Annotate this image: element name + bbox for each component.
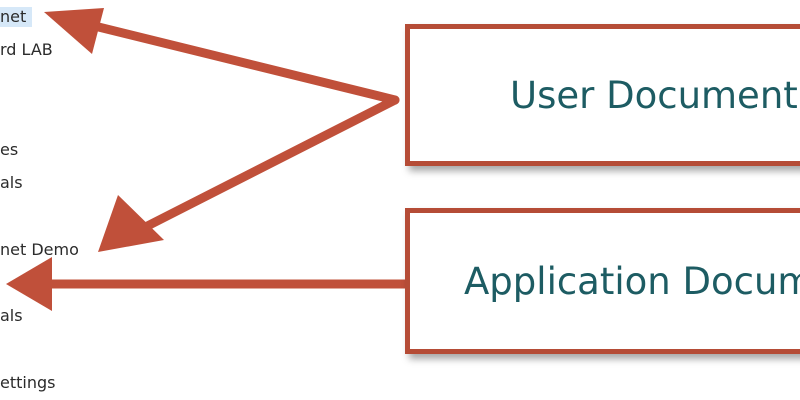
callout-label: Application Docum xyxy=(464,259,800,303)
arrow-to-top-item xyxy=(57,13,400,105)
application-document-callout: Application Docum xyxy=(405,208,800,354)
arrow-to-demo-item xyxy=(107,95,400,249)
tree-item[interactable]: als xyxy=(0,173,23,192)
tree-item[interactable]: als xyxy=(0,306,23,325)
callout-label: User Document xyxy=(510,73,798,117)
arrowhead-top xyxy=(44,8,104,54)
tree-item[interactable]: es xyxy=(0,140,19,159)
arrowhead-lower xyxy=(6,257,52,311)
arrowhead-demo xyxy=(98,195,164,252)
tree-item[interactable]: rd LAB xyxy=(0,40,53,59)
document-tree: net rd LAB es als net Demo als ettings xyxy=(0,0,380,400)
tree-item-selected[interactable]: net xyxy=(0,7,33,27)
tree-item[interactable]: ettings xyxy=(0,373,56,392)
tree-item[interactable]: net Demo xyxy=(0,240,79,259)
user-document-callout: User Document xyxy=(405,24,800,166)
